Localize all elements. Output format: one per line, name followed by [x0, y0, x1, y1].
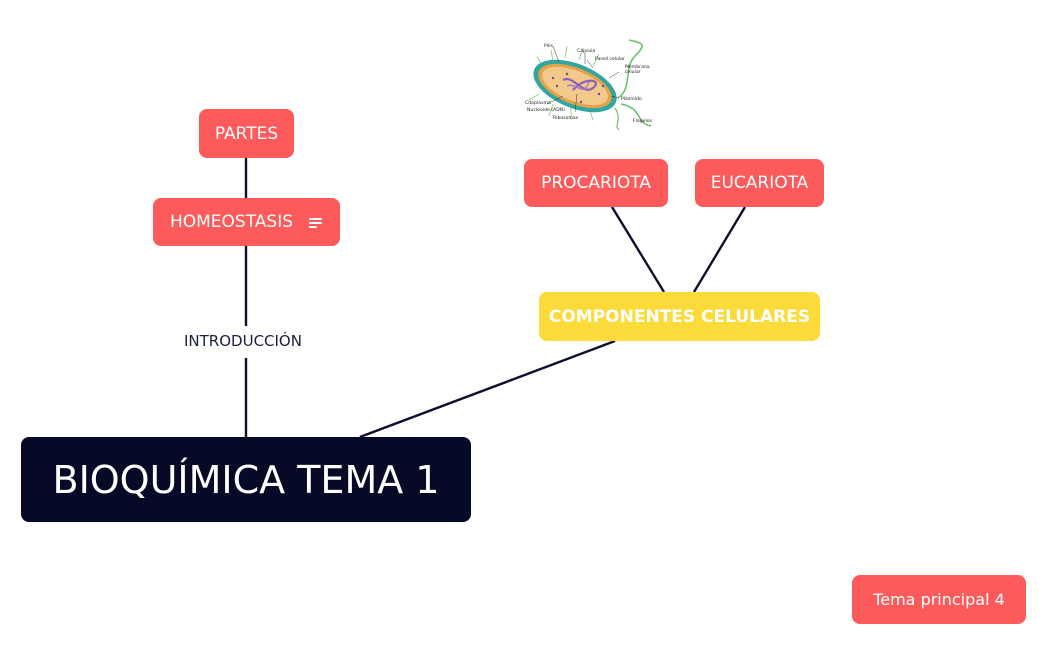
- bacteria-label-pared: Pared celular: [595, 56, 625, 62]
- note-lines-icon[interactable]: [309, 217, 323, 228]
- topic-homeostasis-label: HOMEOSTASIS: [169, 212, 294, 232]
- topic-homeostasis[interactable]: HOMEOSTASIS: [153, 198, 340, 246]
- topic-procariota[interactable]: PROCARIOTA: [524, 159, 668, 207]
- bacteria-label-plasmido: Plásmido: [621, 95, 642, 102]
- topic-partes[interactable]: PARTES: [199, 109, 294, 158]
- topic-componentes-celulares[interactable]: COMPONENTES CELULARES: [539, 292, 820, 341]
- bacteria-label-flagelos: Flagelos: [633, 118, 653, 124]
- topic-eucariota-label: EUCARIOTA: [710, 173, 809, 193]
- bacteria-label-ribosomas: Ribosomas: [553, 115, 579, 121]
- bacteria-diagram-icon[interactable]: Pilis Cápsula Pared celular Membrana cel…: [523, 38, 658, 131]
- bacteria-label-membrana1: Membrana: [625, 64, 650, 70]
- connector-componentes-eucariota: [692, 206, 747, 293]
- subtopic-introduccion-label: INTRODUCCIÓN: [184, 332, 302, 350]
- connector-componentes-procariota: [610, 206, 666, 293]
- bacteria-label-membrana2: celular: [625, 69, 641, 75]
- floating-topic-label: Tema principal 4: [873, 590, 1005, 609]
- bacteria-label-capsula: Cápsula: [577, 47, 596, 54]
- topic-eucariota[interactable]: EUCARIOTA: [695, 159, 824, 207]
- bacteria-label-nucleoide: Nucleoide (ADN): [527, 107, 565, 113]
- central-topic-label: BIOQUÍMICA TEMA 1: [52, 457, 440, 502]
- bacteria-label-citoplasma: Citoplasma: [525, 100, 551, 106]
- connector-root-componentes: [359, 339, 616, 439]
- floating-topic-tema-principal-4[interactable]: Tema principal 4: [852, 575, 1026, 624]
- topic-componentes-label: COMPONENTES CELULARES: [548, 306, 811, 327]
- central-topic[interactable]: BIOQUÍMICA TEMA 1: [21, 437, 471, 522]
- topic-partes-label: PARTES: [214, 123, 279, 144]
- bacteria-label-pilis: Pilis: [544, 43, 553, 49]
- topic-procariota-label: PROCARIOTA: [541, 173, 651, 193]
- subtopic-introduccion[interactable]: INTRODUCCIÓN: [180, 330, 306, 352]
